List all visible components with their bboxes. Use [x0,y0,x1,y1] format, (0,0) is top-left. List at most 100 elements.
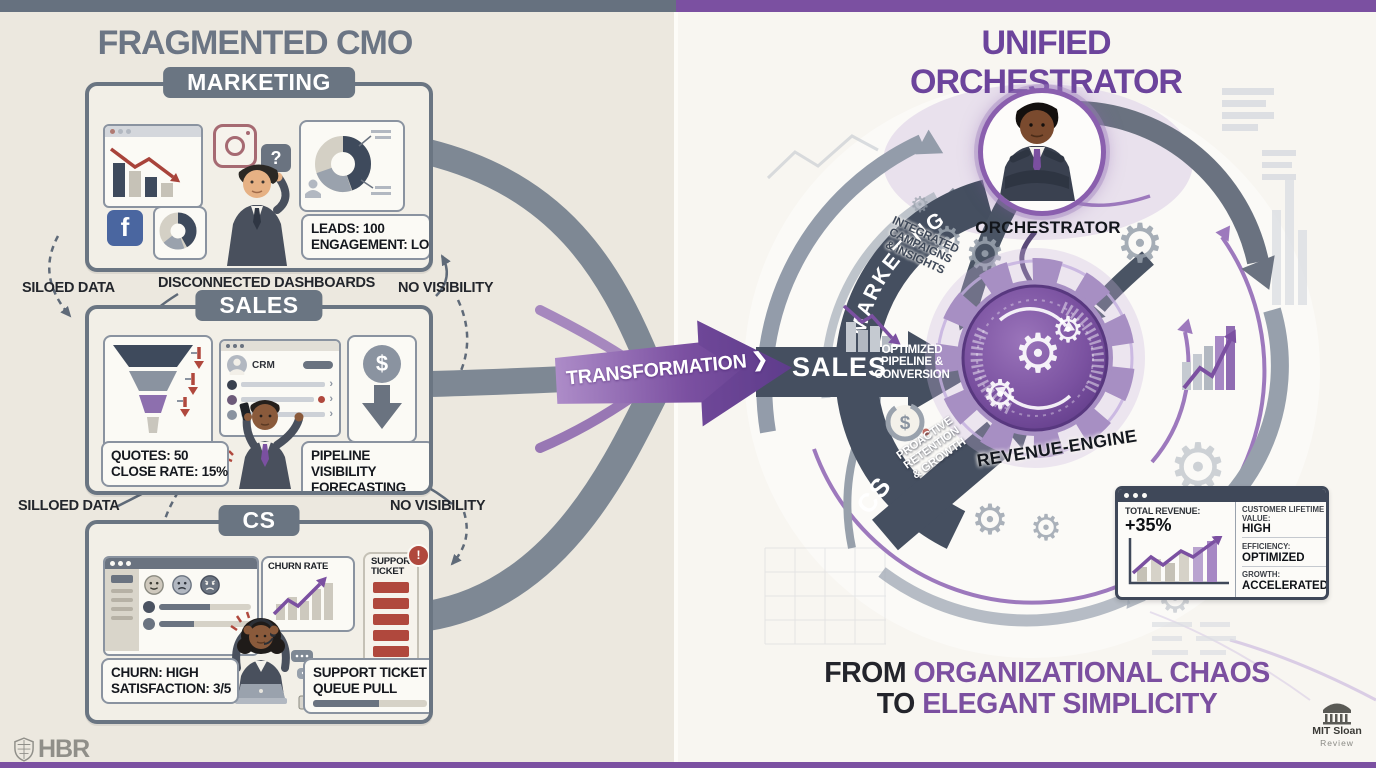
forecasting-label: FORECASTING [311,480,406,491]
marketing-metrics-callout: LEADS: 100 ENGAGEMENT: LOW [301,214,429,261]
results-dashboard: TOTAL REVENUE: +35% CUSTOMER LIFETIME VA… [1115,486,1329,600]
marketing-analytics-window [103,124,203,208]
tagline-line-1: FROM ORGANIZATIONAL CHAOS [824,657,1270,689]
left-title: FRAGMENTED CMO [97,24,414,62]
svg-text:⚙: ⚙ [931,220,963,261]
pipeline-visibility-callout: PIPELINE VISIBILITY FORECASTING [301,441,429,491]
donut-chart-panel [153,206,207,260]
revenue-section: TOTAL REVENUE: +35% [1118,502,1236,597]
cs-content: CHURN RATE SUPPORT TICKET ! [89,524,429,720]
chevron-icon: ❯ [750,348,769,372]
optimized-pipeline-text: OPTIMIZED PIPELINE & CONVERSION [874,344,950,381]
marketing-box: MARKETING f ? [85,67,433,272]
satisfaction-progress-row [143,618,251,630]
sales-flow-label: SALES [792,352,888,382]
funnel-panel [103,335,213,451]
cs-box: CS [85,505,433,724]
queue-progress-bar [313,700,427,708]
ticket-stack [367,578,415,661]
hbr-text: HBR [38,735,90,763]
mit-sloan-logo: MIT Sloan Review [1302,700,1372,748]
satisfaction-progress-row [143,601,251,613]
annotation-disconnected-dashboards: DISCONNECTED DASHBOARDS [158,275,376,291]
revenue-growth-chart [1128,534,1229,585]
cs-feedback-window [103,556,259,656]
crm-avatar [227,355,247,375]
left-top-bar [0,0,676,12]
dollar-icon: $ [363,345,401,383]
alert-glyph: ! [416,548,421,562]
crm-window: CRM › › › [219,339,341,437]
churn-rate-title: CHURN RATE [268,561,329,572]
churn-metrics-callout: CHURN: HIGH SATISFACTION: 3/5 [101,658,239,705]
sales-content: CRM › › › $ [89,309,429,491]
salesman-on-phone-illustration [226,400,304,489]
marketing-content: f ? [89,86,429,268]
pipeline-visibility-label: PIPELINE VISIBILITY [311,448,377,480]
annotation-siloed-data-1: SILOED DATA [22,280,115,296]
close-rate-metric: CLOSE RATE: 15% [111,464,228,480]
engagement-metric: ENGAGEMENT: LOW [311,237,429,253]
cs-titlebar [105,558,257,569]
mit-review-text: Review [1320,737,1354,748]
metric-growth: GROWTH: ACCELERATED [1242,570,1329,592]
pie-chart-panel [299,120,405,212]
svg-text:⚙: ⚙ [910,193,930,218]
crm-row: › [227,394,333,405]
hbr-shield-icon [14,737,34,762]
happy-face-icon [144,575,164,595]
mit-building-icon [1323,703,1351,725]
crm-title: CRM [252,359,275,371]
queue-full-label: QUEUE PULL [313,681,398,697]
support-ticket-label: SUPPORT TICKET [313,665,427,680]
metrics-section: CUSTOMER LIFETIME VALUE: HIGH EFFICIENCY… [1236,502,1329,597]
orchestrator-avatar [978,88,1106,216]
satisfaction-metric: SATISFACTION: 3/5 [111,681,231,697]
dollar-glyph: $ [375,351,389,376]
churn-metric: CHURN: HIGH [111,665,199,680]
declining-bar-chart [109,147,181,197]
dashboard-titlebar [1118,489,1326,502]
pie-chart [305,130,391,198]
question-glyph: ? [270,148,282,168]
sales-box: SALES [85,290,433,495]
facebook-f: f [120,212,130,242]
crm-row: › [227,379,333,390]
down-arrow-icon [362,385,402,429]
hbr-logo: HBR [14,735,90,764]
svg-text:⚙: ⚙ [1116,212,1164,275]
sad-face-icon [172,575,192,595]
cs-sidebar [105,569,139,651]
support-ticket-title: SUPPORT TICKET [371,556,416,578]
metric-clv: CUSTOMER LIFETIME VALUE: HIGH [1242,505,1326,539]
leads-metric: LEADS: 100 [311,221,385,236]
support-alert-badge: ! [407,544,429,567]
bottom-bar [0,762,1376,768]
quotes-metric: QUOTES: 50 [111,448,189,463]
angry-face-icon [200,575,220,595]
crm-titlebar [221,341,339,351]
tagline-line-2: TO ELEGANT SIMPLICITY [876,688,1218,720]
tab-marketing: MARKETING [163,67,355,98]
confused-marketer-illustration [227,164,290,266]
satisfaction-faces [143,574,257,596]
sales-metrics-callout: QUOTES: 50 CLOSE RATE: 15% [101,441,229,488]
crm-row: › [227,409,333,420]
revenue-engine-gear: ⚙ ⚙ ⚙ [925,248,1145,468]
total-revenue-value: +35% [1125,515,1172,535]
declining-mini-chart [842,304,901,352]
svg-text:$: $ [900,413,911,434]
donut-chart [159,212,197,250]
right-top-bar [676,0,1376,12]
transformation-arrow [554,320,792,427]
churn-rate-panel: CHURN RATE [261,556,355,632]
rising-mini-chart [1182,326,1237,390]
sales-funnel [113,345,204,433]
mit-sloan-text: MIT Sloan [1312,725,1362,737]
crm-button [303,361,333,369]
orchestrator-person [999,102,1075,201]
tab-cs: CS [218,505,300,536]
instagram-icon [213,124,257,168]
facebook-icon: f [107,210,143,246]
